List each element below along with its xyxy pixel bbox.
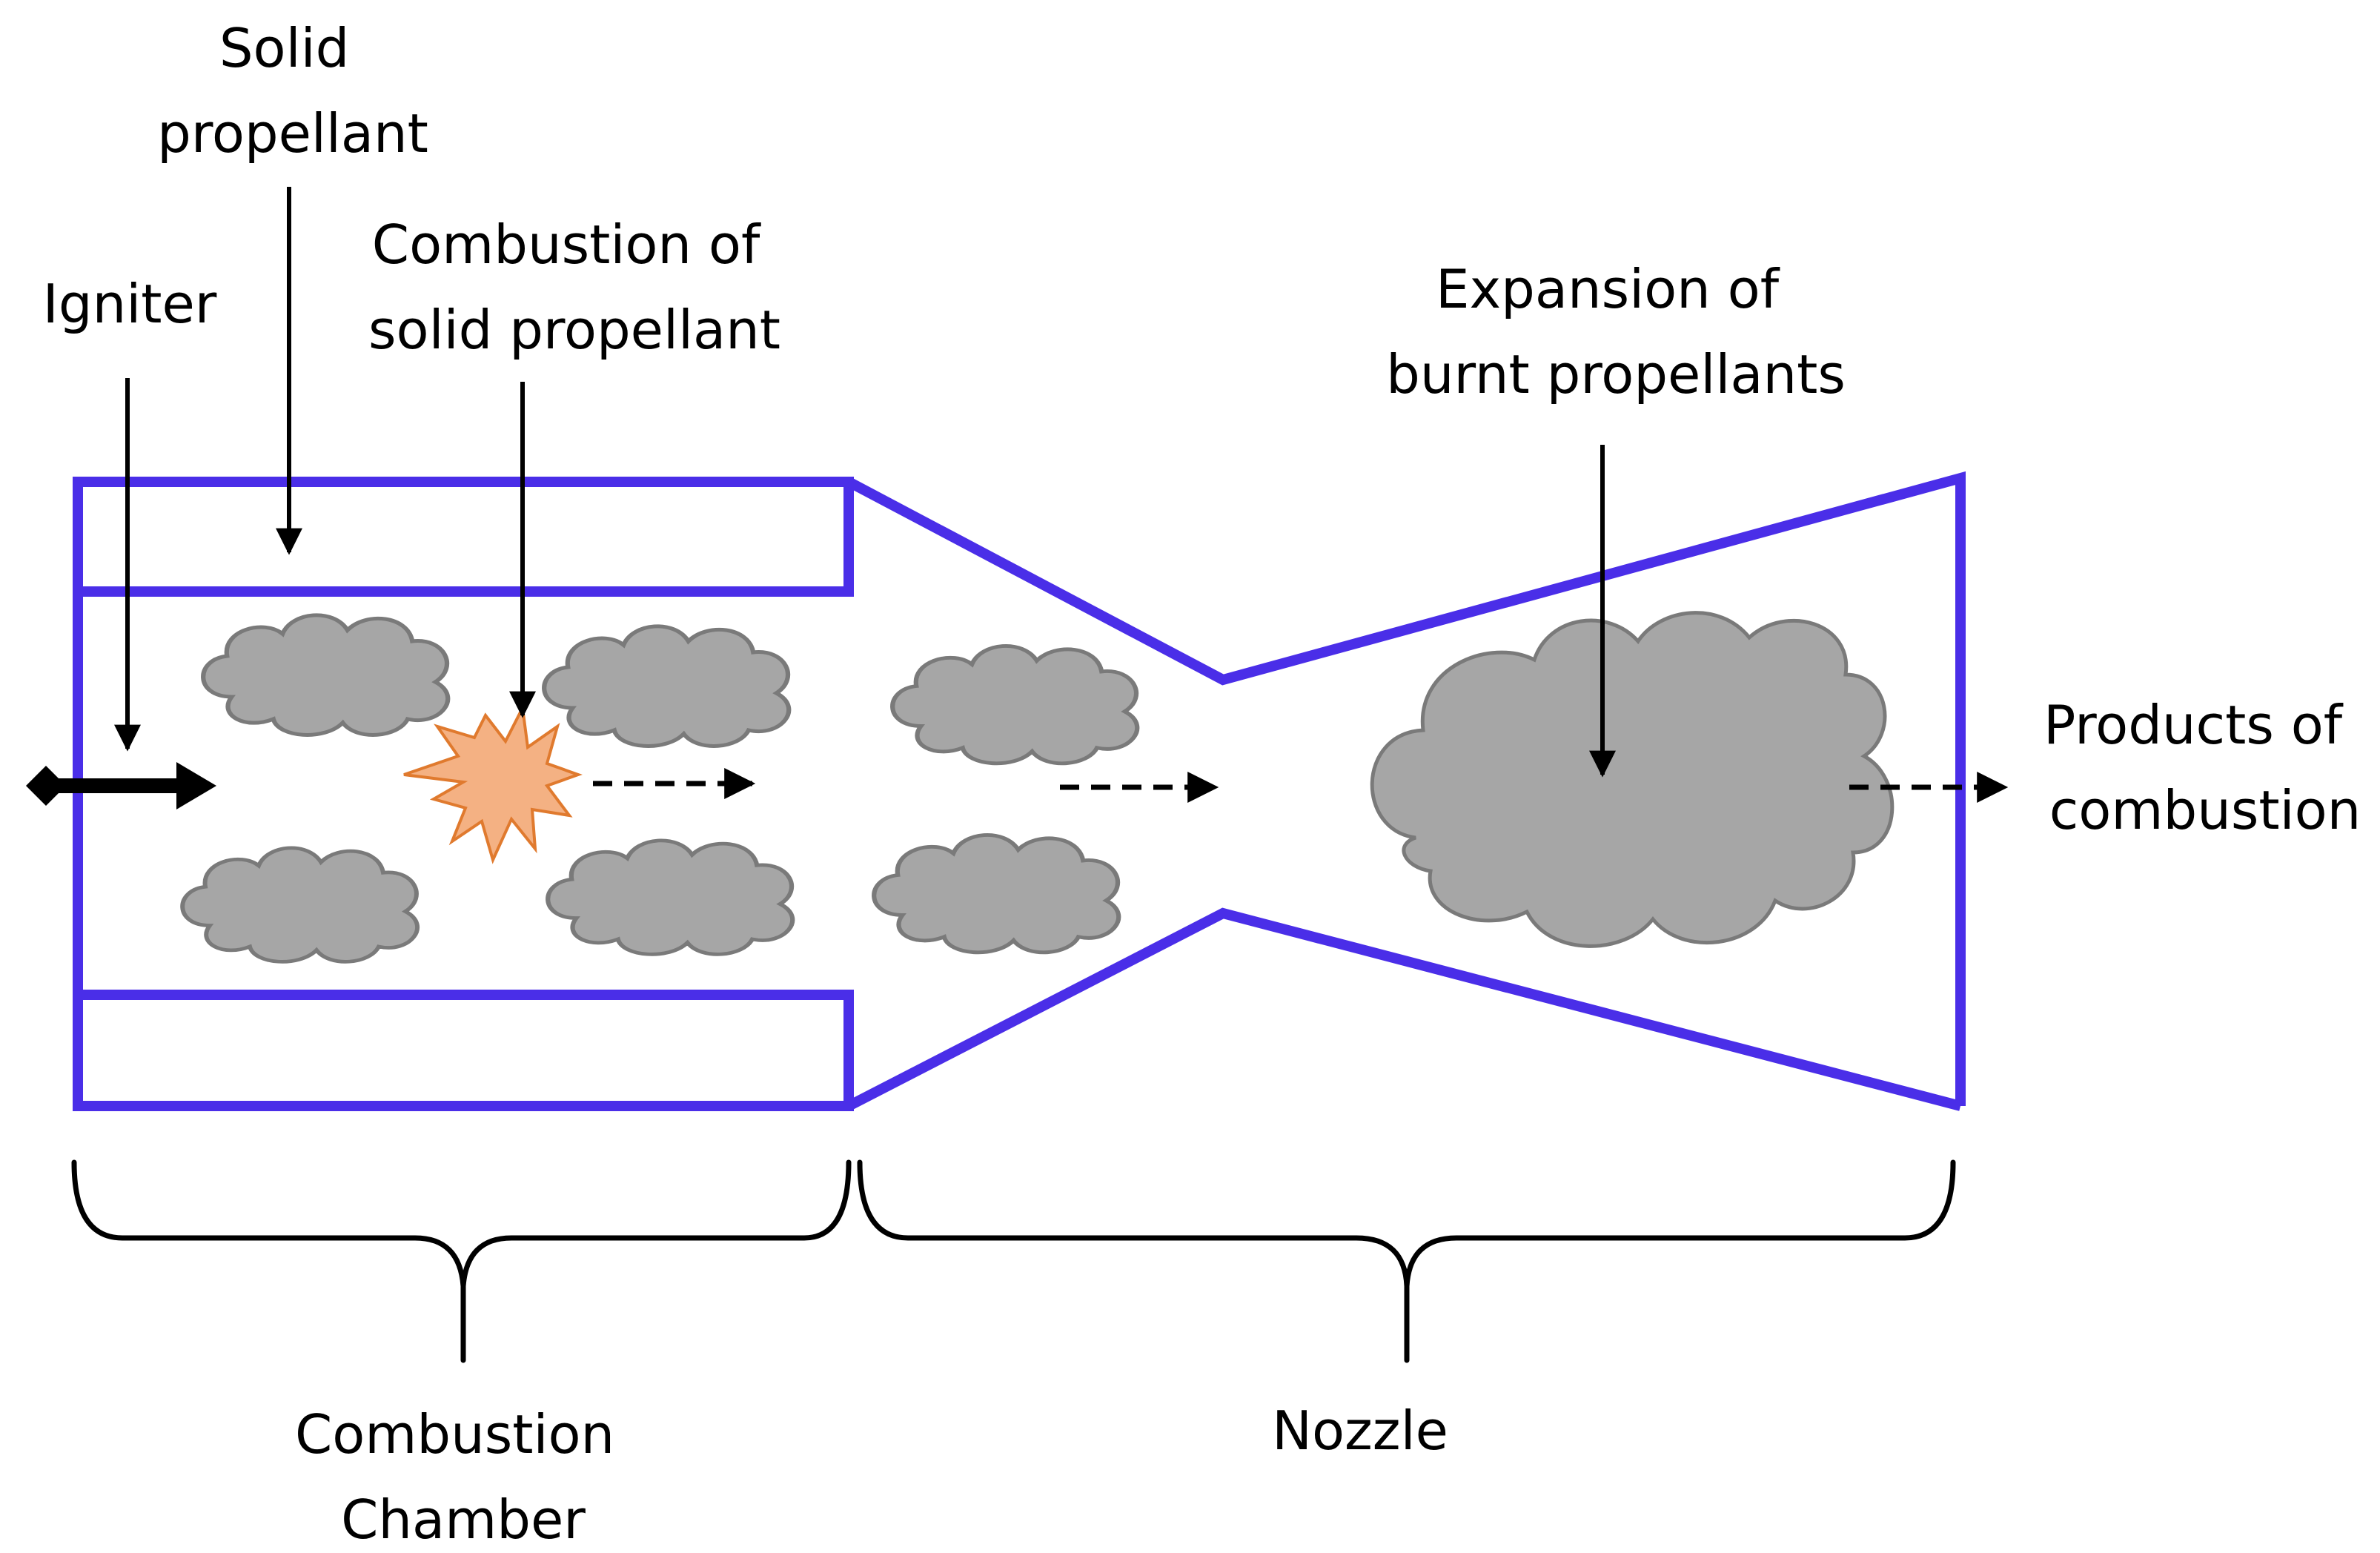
igniter-arrow-icon: [26, 762, 216, 809]
section-braces: [71, 1159, 1956, 1363]
products-of-combustion-label: Products of combustion: [2043, 694, 2361, 841]
top-propellant-grain: [73, 477, 854, 597]
nozzle-lower-wall: [846, 907, 1962, 1111]
nozzle-label: Nozzle: [1272, 1400, 1448, 1462]
nozzle-brace: [857, 1159, 1956, 1363]
cloud-icon: [874, 835, 1118, 952]
bottom-propellant-grain: [73, 990, 854, 1111]
cloud-icon: [548, 841, 792, 955]
cloud-icon: [544, 626, 789, 746]
cloud-icon: [1370, 611, 1895, 948]
leader-arrows: [114, 187, 1616, 778]
gas-clouds: [182, 611, 1895, 962]
igniter-label: Igniter: [43, 273, 217, 335]
cloud-icon: [182, 848, 417, 962]
engine-walls: [73, 471, 1966, 1111]
cloud-icon: [203, 615, 448, 735]
nozzle-upper-wall: [846, 471, 1966, 1106]
solid-propellant-label: Solid propellant: [157, 17, 428, 165]
expansion-of-burnt-propellants-label: Expansion of burnt propellants: [1386, 258, 1846, 405]
flow-arrows: [593, 768, 2009, 803]
combustion-of-solid-propellant-label: Combustion of solid propellant: [368, 213, 780, 361]
combustion-chamber-label: Combustion Chamber: [295, 1403, 632, 1551]
flame-starburst-icon: [403, 703, 583, 864]
combustion-chamber-brace: [71, 1159, 852, 1363]
cloud-icon: [892, 646, 1137, 763]
